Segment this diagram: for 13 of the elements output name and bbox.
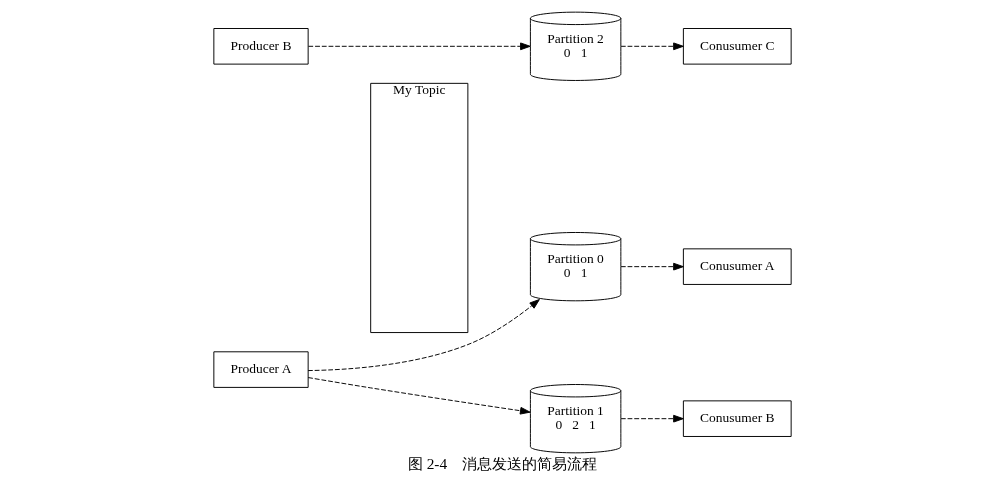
- arrow: [307, 299, 540, 372]
- node-box: Conusumer C: [682, 28, 792, 65]
- caption: 图 2-4 消息发送的简易流程: [407, 455, 597, 473]
- node-box: Conusumer B: [682, 400, 792, 437]
- node-box: Producer B: [212, 28, 309, 65]
- node-box: My Topic: [369, 82, 468, 334]
- node-box: Producer A: [212, 351, 309, 388]
- node-box: Conusumer A: [682, 248, 792, 285]
- arrow: [620, 42, 684, 51]
- arrow: [620, 414, 684, 423]
- arrow: [620, 262, 684, 271]
- arrow: [307, 42, 531, 51]
- arrow: [307, 377, 531, 415]
